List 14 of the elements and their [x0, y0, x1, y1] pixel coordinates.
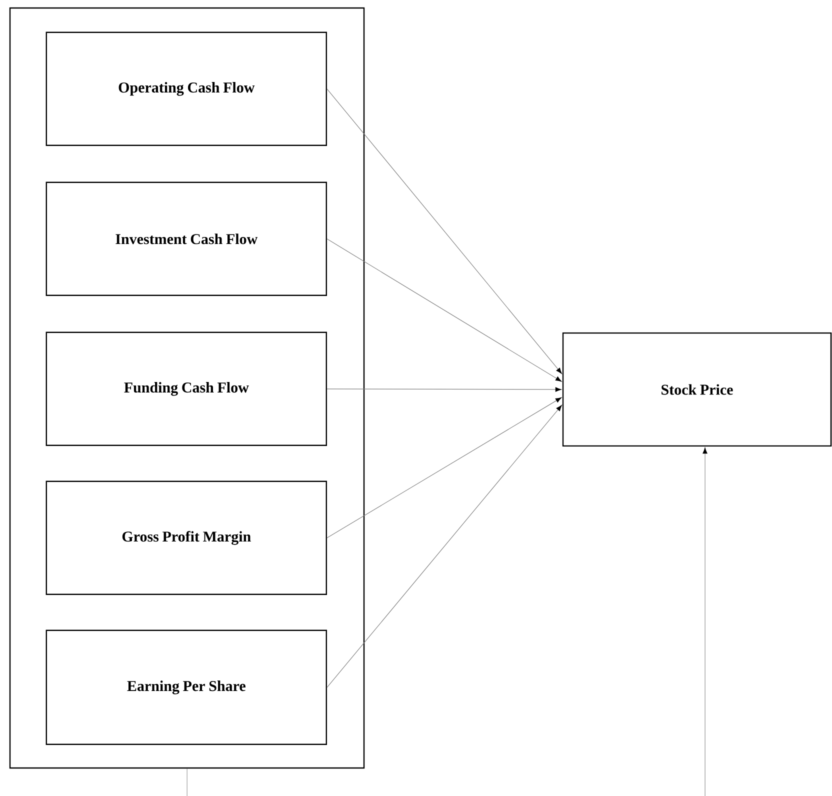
factor-box: Investment Cash Flow: [46, 182, 327, 296]
group-frame: [9, 7, 365, 769]
factor-box: Operating Cash Flow: [46, 32, 327, 146]
arrow: [326, 387, 562, 392]
arrow: [326, 88, 562, 374]
arrow: [702, 448, 708, 796]
connector-line: [186, 768, 188, 796]
arrow: [326, 238, 562, 382]
arrow: [326, 397, 562, 538]
arrow: [326, 405, 562, 688]
factor-box: Funding Cash Flow: [46, 332, 327, 446]
factor-box: Gross Profit Margin: [46, 480, 327, 595]
factor-box: Earning Per Share: [46, 630, 327, 745]
outcome-box: Stock Price: [562, 332, 832, 447]
